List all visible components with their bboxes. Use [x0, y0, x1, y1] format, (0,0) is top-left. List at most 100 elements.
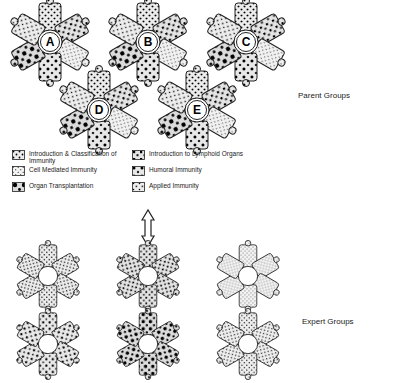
group-letter: A: [40, 32, 60, 52]
legend-text: Humoral Immunity: [149, 166, 245, 173]
legend-swatch: [132, 150, 145, 160]
puzzle-knob: [47, 80, 54, 87]
group-letter: D: [89, 100, 109, 120]
legend-entry: Humoral Immunity: [132, 166, 245, 176]
puzzle-knob: [16, 324, 24, 332]
puzzle-knob: [16, 289, 24, 297]
puzzle-knob: [273, 357, 281, 365]
double-arrow: [142, 210, 154, 246]
puzzle-knob: [216, 324, 224, 332]
puzzle-knob: [116, 256, 124, 264]
circle-outline: [139, 33, 158, 52]
legend-text: Introduction to Lymphoid Organs: [149, 150, 245, 157]
puzzle-knob: [179, 58, 189, 68]
puzzle-knob: [206, 17, 216, 27]
legend-text: Applied Immunity: [149, 182, 245, 189]
cluster-centre: [136, 30, 160, 54]
parent-group-cluster: [6, 0, 94, 87]
puzzle-knob: [73, 256, 81, 264]
legend-swatch: [132, 182, 145, 192]
puzzle-knob: [277, 17, 287, 27]
puzzle-knob: [206, 58, 216, 68]
puzzle-knob: [47, 0, 54, 5]
puzzle-knob: [273, 289, 281, 297]
group-heading: Parent Groups: [298, 92, 350, 101]
cluster-centre: [238, 334, 257, 353]
puzzle-knob: [216, 357, 224, 365]
group-letter-text: B: [144, 36, 153, 48]
group-letter-text: D: [95, 104, 104, 116]
circle-outline: [90, 101, 109, 120]
puzzle-knob: [216, 256, 224, 264]
puzzle-knob: [59, 85, 69, 95]
legend-entry: Cell Mediated Immunity: [12, 166, 125, 176]
puzzle-knob: [59, 126, 69, 136]
puzzle-knob: [173, 256, 181, 264]
puzzle-knob: [45, 240, 51, 246]
legend-swatch: [12, 166, 25, 176]
legend-swatch: [133, 167, 145, 176]
puzzle-knob: [273, 256, 281, 264]
legend-entry: Applied Immunity: [132, 182, 245, 192]
legend-entry: Introduction to Lymphoid Organs: [132, 150, 245, 160]
legend-swatch: [13, 151, 25, 160]
puzzle-knob: [130, 126, 140, 136]
legend-text: Cell Mediated Immunity: [29, 166, 125, 173]
legend-entry: Introduction & Classification of Immunit…: [12, 150, 125, 165]
cluster-centre: [138, 334, 157, 353]
puzzle-knob: [96, 66, 103, 73]
puzzle-knob: [194, 66, 201, 73]
legend-text: Organ Transplantation: [29, 182, 125, 189]
circle-outline: [41, 33, 60, 52]
puzzle-knob: [157, 85, 167, 95]
group-letter-text: A: [46, 36, 55, 48]
legend-swatch: [133, 183, 145, 192]
circle-outline: [237, 33, 256, 52]
cluster-centre: [238, 266, 257, 285]
cluster-centre: [138, 266, 157, 285]
puzzle-knob: [108, 17, 118, 27]
legend-swatch: [12, 150, 25, 160]
puzzle-knob: [16, 357, 24, 365]
group-letter-text: C: [242, 36, 251, 48]
puzzle-knob: [73, 289, 81, 297]
cluster-centre: [234, 30, 258, 54]
puzzle-knob: [116, 324, 124, 332]
legend-text: Introduction & Classification of Immunit…: [29, 150, 125, 165]
legend-swatch: [132, 166, 145, 176]
puzzle-knob: [277, 58, 287, 68]
legend-entry: Organ Transplantation: [12, 182, 125, 192]
cluster-centre: [38, 334, 57, 353]
parent-group-cluster: [153, 66, 241, 155]
expert-group-cluster: [113, 308, 183, 379]
cluster-centre: [38, 30, 62, 54]
puzzle-knob: [145, 80, 152, 87]
puzzle-knob: [73, 324, 81, 332]
cluster-centre: [38, 266, 57, 285]
puzzle-knob: [243, 0, 250, 5]
puzzle-knob: [273, 324, 281, 332]
parent-group-cluster: [104, 0, 192, 87]
puzzle-knob: [145, 308, 151, 314]
puzzle-knob: [145, 374, 151, 380]
group-heading: Expert Groups: [302, 318, 354, 327]
puzzle-knob: [10, 17, 20, 27]
expert-group-cluster: [13, 308, 83, 379]
puzzle-knob: [245, 374, 251, 380]
puzzle-knob: [245, 240, 251, 246]
parent-group-cluster: [55, 66, 143, 155]
expert-group-cluster: [113, 240, 183, 311]
puzzle-knob: [173, 357, 181, 365]
legend-swatch: [13, 183, 25, 192]
puzzle-knob: [108, 58, 118, 68]
expert-group-cluster: [213, 308, 283, 379]
circle-outline: [188, 101, 207, 120]
puzzle-knob: [116, 357, 124, 365]
puzzle-knob: [245, 308, 251, 314]
puzzle-knob: [157, 126, 167, 136]
group-letter: C: [236, 32, 256, 52]
puzzle-knob: [243, 80, 250, 87]
double-arrow: [142, 210, 154, 246]
